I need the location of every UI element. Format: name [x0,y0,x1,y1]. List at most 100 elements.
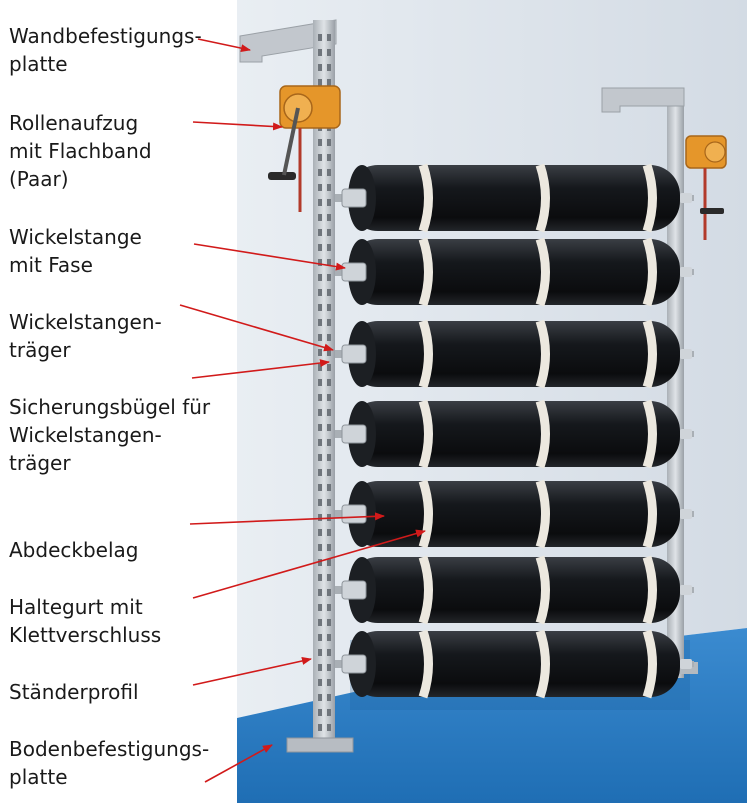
rod-end [341,262,367,282]
label-line: träger [9,451,71,475]
upright-hole [318,664,322,671]
upright-hole [318,724,322,731]
upright-hole [318,244,322,251]
roll-7 [330,629,694,699]
strap-band [418,399,433,469]
rod-end [680,267,692,277]
strap-band [418,629,433,699]
upright-hole [327,439,331,446]
upright-hole [318,409,322,416]
upright-hole [327,214,331,221]
upright-hole [318,709,322,716]
rod-end [341,188,367,208]
rod-end [680,509,692,519]
upright-hole [318,274,322,281]
arrow-upright [192,657,312,686]
upright-hole [327,619,331,626]
strap-band [642,555,657,625]
strap-band [642,399,657,469]
roll-4 [330,399,694,469]
upright-hole [327,319,331,326]
upright-hole [327,154,331,161]
roll-body [348,239,680,305]
upright-hole [318,319,322,326]
upright-hole [318,334,322,341]
upright-hole [318,514,322,521]
upright-hole [327,79,331,86]
label-line: Ständerprofil [9,680,139,704]
upright-hole [327,64,331,71]
upright-hole [327,469,331,476]
upright-hole [327,49,331,56]
upright-hole [318,199,322,206]
upright-hole [318,139,322,146]
strap-band [535,555,550,625]
winch-left [268,85,341,212]
upright-hole [318,184,322,191]
rod-end [680,193,692,203]
upright-hole [318,394,322,401]
upright-hole [318,229,322,236]
upright-hole [327,499,331,506]
upright-hole [318,544,322,551]
label-line: Rollenaufzug [9,111,139,135]
upright-hole [327,349,331,356]
roll-5 [330,479,694,549]
upright-hole [327,199,331,206]
label-line: Bodenbefestigungs- [9,737,210,761]
upright-hole [327,424,331,431]
upright-hole [318,214,322,221]
arrow-floor-plate [204,744,273,783]
label-line: Klettverschluss [9,623,162,647]
label-line: platte [9,765,68,789]
upright-hole [327,484,331,491]
label-line: mit Flachband [9,139,152,163]
label-cover: Abdeckbelag [9,536,138,564]
strap-band [642,237,657,307]
upright-hole [318,499,322,506]
rod-end [680,585,692,595]
roll-body [348,401,680,467]
upright-hole [327,664,331,671]
label-line: Sicherungsbügel für [9,395,211,419]
upright-hole [327,709,331,716]
upright-hole [327,454,331,461]
arrow-rod-carrier-b [191,359,330,379]
label-line: Wickelstange [9,225,142,249]
upright-hole [318,259,322,266]
upright-hole [327,244,331,251]
roll-body [348,631,680,697]
upright-hole [318,289,322,296]
upright-hole [318,484,322,491]
roll-2 [330,237,694,307]
upright-hole [327,139,331,146]
strap-band [642,163,657,233]
rod-end [680,659,692,669]
rod-end [341,344,367,364]
upright-hole [318,34,322,41]
label-line: Wickelstangen- [9,423,162,447]
label-wall-plate: Wandbefestigungs- platte [9,22,202,78]
label-rod-carrier: Wickelstangen- träger [9,308,162,364]
upright-hole [318,619,322,626]
arrow-winding-rod [193,243,346,271]
strap-band [535,629,550,699]
upright-hole [318,649,322,656]
strap-band [418,479,433,549]
roll-body [348,165,680,231]
upright-hole [327,334,331,341]
label-strap: Haltegurt mit Klettverschluss [9,593,161,649]
upright-hole [318,364,322,371]
label-line: platte [9,52,68,76]
upright-hole [318,559,322,566]
label-roller-lift: Rollenaufzug mit Flachband (Paar) [9,109,152,193]
winch-right [685,135,727,240]
upright-hole [327,379,331,386]
upright-hole [318,679,322,686]
leader-arrows [179,38,426,783]
arrow-rod-carrier-a [179,304,334,352]
upright-hole [327,679,331,686]
strap-band [642,479,657,549]
strap-band [535,163,550,233]
